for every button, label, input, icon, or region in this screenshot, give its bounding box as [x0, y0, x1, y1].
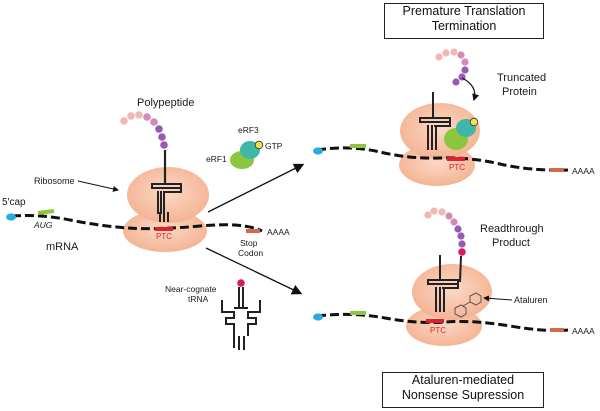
bottom-ribosome-large-subunit: [412, 264, 492, 320]
near-cognate-label-line2: tRNA: [188, 294, 209, 304]
left-trna: [151, 183, 182, 214]
amino-acid-bead: [442, 49, 450, 57]
left-mrna: [6, 209, 263, 233]
arrow-to-suppression: [205, 247, 303, 295]
ataluren-molecule-icon: [454, 292, 482, 318]
premature-title-line1: Premature Translation: [402, 4, 526, 18]
erf3-label: eRF3: [238, 125, 259, 135]
amino-acid-bead: [461, 66, 469, 74]
amino-acid-bead: [450, 218, 458, 226]
amino-acid-bead: [160, 141, 168, 149]
top-truncated-polypeptide: [435, 48, 469, 86]
amino-acid-bead: [135, 111, 143, 119]
polypeptide-label: Polypeptide: [137, 97, 195, 109]
bottom-readthrough-polypeptide: [424, 207, 466, 248]
top-mrna: [313, 144, 569, 172]
premature-termination-title-box: Premature Translation Termination: [384, 3, 544, 39]
ataluren-title-line1: Ataluren-mediated: [411, 373, 515, 387]
5cap-label: 5'cap: [2, 197, 26, 208]
ataluren-title-line2: Nonsense Supression: [401, 388, 525, 402]
aug-label: AUG: [33, 220, 53, 230]
top-5cap-icon: [313, 147, 323, 155]
left-polya-label: AAAA: [267, 227, 290, 237]
erf1-label: eRF1: [206, 154, 227, 164]
ribosome-label: Ribosome: [34, 176, 75, 186]
truncated-label-line2: Protein: [502, 86, 537, 98]
top-polya-label: AAAA: [572, 166, 595, 176]
amino-acid-bead: [150, 118, 158, 126]
stop-codon-label-line1: Stop: [240, 238, 258, 248]
amino-acid-bead: [158, 133, 166, 141]
stop-codon-label-line2: Codon: [238, 248, 263, 258]
amino-acid-bead: [430, 207, 438, 215]
gtp-label: GTP: [265, 141, 283, 151]
left-trna-anticodon: [159, 212, 169, 222]
amino-acid-bead: [458, 240, 466, 248]
ataluren-label: Ataluren: [514, 295, 548, 305]
amino-acid-bead: [155, 125, 163, 133]
premature-title-line2: Termination: [431, 19, 497, 33]
ataluren-suppression-title-box: Ataluren-mediated Nonsense Supression: [382, 372, 544, 408]
arrow-to-termination: [207, 163, 305, 213]
readthrough-label-line2: Product: [492, 237, 530, 249]
amino-acid-bead: [450, 48, 458, 56]
amino-acid-bead: [461, 58, 469, 66]
ribosome-pointer-arrow: [77, 180, 119, 192]
top-trna: [419, 117, 451, 150]
bottom-polya-label: AAAA: [572, 326, 595, 336]
amino-acid-bead: [438, 208, 446, 216]
readthrough-label-line1: Readthrough: [480, 223, 544, 235]
amino-acid-bead: [424, 211, 432, 219]
ribosome-large-subunit: [127, 167, 209, 223]
bottom-5cap-icon: [313, 313, 323, 321]
amino-acid-bead: [127, 112, 135, 120]
ataluren-pointer-arrow: [483, 295, 513, 302]
bottom-mrna: [313, 311, 569, 332]
top-release-factors: [444, 117, 479, 150]
near-cognate-trna: [221, 279, 261, 350]
bottom-ribosome: [406, 264, 492, 346]
amino-acid-bead: [120, 117, 128, 125]
mrna-label: mRNA: [46, 241, 79, 253]
amino-acid-bead: [452, 78, 460, 86]
amino-acid-bead: [445, 212, 453, 220]
amino-acid-bead: [457, 232, 465, 240]
left-aug-codon: [37, 209, 55, 215]
left-5cap-icon: [6, 213, 16, 221]
truncated-release-arrow: [461, 77, 480, 102]
truncated-label-line1: Truncated: [497, 72, 546, 84]
amino-acid-bead: [435, 53, 443, 61]
bottom-trna-tip: [458, 248, 466, 256]
top-ptc-label: PTC: [449, 163, 465, 172]
bottom-trna: [427, 279, 459, 312]
amino-acid-bead: [457, 51, 465, 59]
near-cognate-label-line1: Near-cognate: [165, 284, 217, 294]
amino-acid-bead: [454, 225, 462, 233]
left-polypeptide-chain: [120, 111, 168, 149]
gtp-shape: [254, 140, 264, 150]
amino-acid-bead: [143, 113, 151, 121]
release-factor-complex: [230, 140, 264, 169]
near-cognate-trna-tip: [237, 279, 245, 287]
left-ptc-label: PTC: [156, 232, 172, 241]
bottom-ptc-label: PTC: [430, 326, 446, 335]
top-ribosome: [399, 103, 480, 186]
